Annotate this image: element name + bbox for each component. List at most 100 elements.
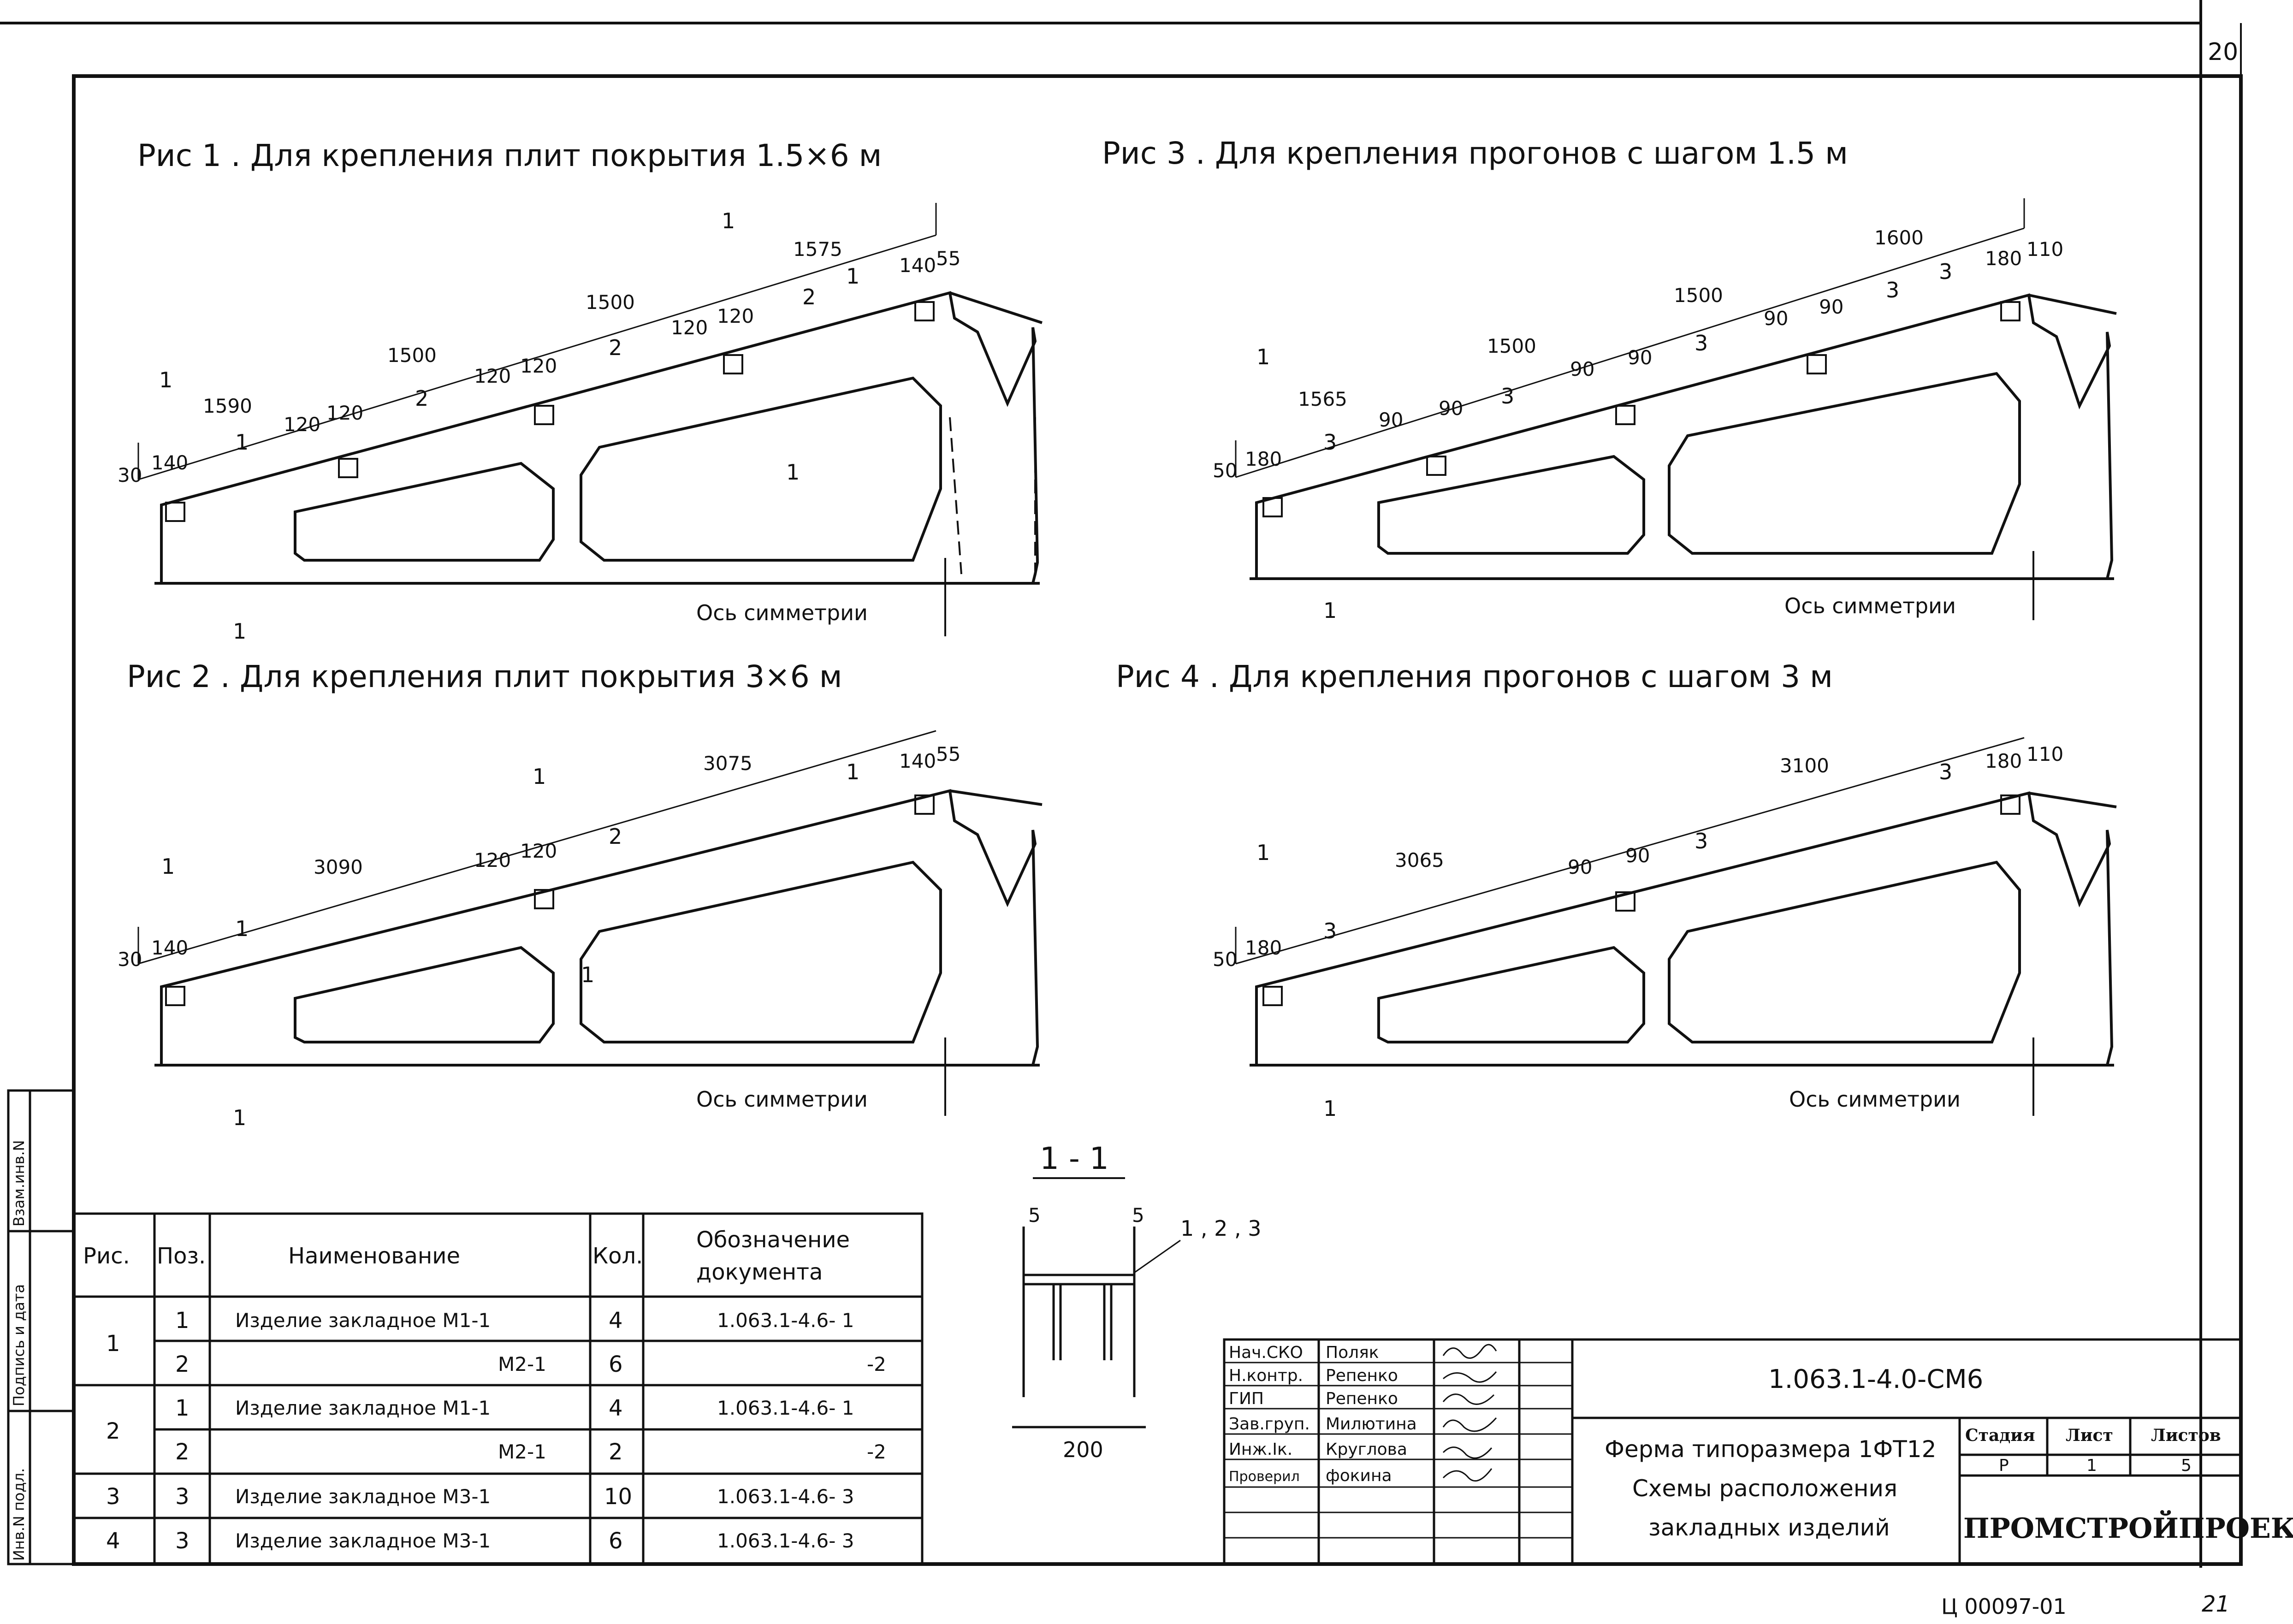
embedded-part-marks (165, 794, 935, 1006)
dim-label: 55 (936, 247, 960, 270)
symmetry-axis-label: Ось симметрии (696, 600, 868, 625)
role-label: Н.контр. (1229, 1366, 1303, 1385)
dim-label: 140 (151, 936, 188, 959)
cell-qty: 4 (609, 1308, 623, 1334)
side-stamp-label: Подпись и дата (10, 1284, 28, 1406)
dim-label: 1565 (1298, 388, 1347, 410)
name-label: Репенко (1326, 1389, 1398, 1408)
stage-value: Р (1999, 1456, 2009, 1475)
section-width-label: 200 (1063, 1437, 1103, 1462)
dim-label: 3075 (703, 752, 752, 775)
cell-doc: 1.063.1-4.6- 1 (717, 1309, 854, 1332)
section-mark: 1 (159, 367, 172, 392)
embedded-part-marks (1262, 794, 2020, 1006)
section-mark: 1 (786, 460, 800, 485)
sheet-value: 1 (2086, 1456, 2097, 1475)
table-row: 2 М2-1 2 -2 (175, 1439, 886, 1465)
section-dim-left: 5 (1028, 1204, 1041, 1227)
cell-name: Изделие закладное М1-1 (235, 1397, 491, 1419)
dim-label: 120 (326, 402, 363, 424)
section-profile (1012, 1227, 1146, 1428)
figure-3: Рис 3 . Для крепления прогонов с шагом 1… (1102, 136, 2117, 623)
role-label: ГИП (1229, 1389, 1264, 1408)
table-header: Рис. (83, 1243, 130, 1269)
cell-pos: 1 (175, 1308, 190, 1334)
table-header: Поз. (157, 1243, 206, 1269)
position-label: 3 (1939, 759, 1952, 784)
dim-label: 110 (2026, 743, 2063, 765)
cell-name: М2-1 (498, 1353, 546, 1375)
name-label: Поляк (1326, 1343, 1379, 1362)
dim-label: 1600 (1874, 226, 1924, 249)
truss-drawing (154, 291, 1043, 585)
cell-fig: 3 (106, 1484, 120, 1510)
dim-label: 120 (520, 355, 557, 377)
role-label: Зав.груп. (1229, 1415, 1310, 1434)
position-label: 2 (415, 386, 428, 411)
dim-label: 90 (1819, 296, 1843, 318)
truss-drawing (154, 789, 1043, 1067)
position-label: 3 (1886, 278, 1899, 302)
position-label: 1 (846, 264, 859, 289)
dim-label: 140 (899, 750, 936, 772)
dim-label: 180 (1985, 750, 2022, 772)
sheet-header: Лист (2066, 1426, 2113, 1445)
position-label: 3 (1695, 331, 1708, 356)
section-leader-label: 1 , 2 , 3 (1180, 1216, 1262, 1241)
title-block: Нач.СКО Н.контр. ГИП Зав.груп. Инж.Iк. П… (1223, 1338, 2293, 1565)
cell-doc: 1.063.1-4.6- 3 (717, 1485, 854, 1508)
name-label: Милютина (1326, 1415, 1417, 1434)
dimension-line (1235, 198, 2025, 478)
dim-label: 1590 (203, 395, 252, 417)
cell-pos: 2 (175, 1351, 190, 1377)
dimension-line (137, 203, 937, 480)
dim-label: 180 (1245, 936, 1282, 959)
cell-pos: 1 (175, 1395, 190, 1421)
page-number: 21 (2202, 1591, 2230, 1617)
cell-fig: 2 (106, 1418, 120, 1444)
dim-label: 30 (118, 948, 142, 971)
dim-label: 140 (151, 451, 188, 474)
title-line: закладных изделий (1648, 1514, 1890, 1541)
position-label: 3 (1323, 430, 1337, 455)
dim-label: 90 (1570, 358, 1594, 380)
section-mark: 1 (722, 208, 735, 233)
position-label: 2 (609, 335, 622, 360)
section-mark: 1 (1256, 840, 1270, 865)
cell-qty: 6 (609, 1351, 623, 1377)
cell-name: Изделие закладное М3-1 (235, 1529, 491, 1552)
dim-label: 90 (1628, 346, 1652, 369)
sheets-header: Листов (2151, 1426, 2221, 1445)
section-mark: 1 (233, 619, 246, 644)
cell-fig: 4 (106, 1528, 120, 1554)
dimension-line (1235, 737, 2025, 965)
section-1-1: 1 - 1 5 5 1 , 2 , 3 200 (1012, 1141, 1262, 1462)
section-title: 1 - 1 (1040, 1141, 1109, 1176)
figure-1: Рис 1 . Для крепления плит покрытия 1.5×… (118, 138, 1043, 644)
position-label: 2 (802, 284, 816, 309)
sheet-frame (0, 0, 2243, 1568)
table-header: Наименование (288, 1243, 460, 1269)
section-mark: 1 (233, 1105, 246, 1130)
name-label: Репенко (1326, 1366, 1398, 1385)
figure-2-title: Рис 2 . Для крепления плит покрытия 3×6 … (127, 659, 842, 694)
dim-label: 120 (474, 365, 511, 387)
dim-label: 1500 (1674, 284, 1723, 307)
archive-code: Ц 00097-01 (1941, 1594, 2067, 1619)
dim-label: 120 (717, 305, 754, 327)
section-mark: 1 (1323, 598, 1337, 623)
table-header: документа (696, 1259, 823, 1285)
dim-label: 3065 (1395, 849, 1444, 871)
dim-label: 140 (899, 254, 936, 277)
dim-label: 55 (936, 743, 960, 765)
cell-pos: 3 (175, 1528, 190, 1554)
role-label: Нач.СКО (1229, 1343, 1303, 1362)
dim-label: 1575 (793, 238, 842, 261)
dim-label: 3090 (314, 856, 363, 878)
dim-label: 90 (1625, 844, 1650, 867)
dim-label: 1500 (586, 291, 635, 314)
role-label: Инж.Iк. (1229, 1440, 1292, 1459)
figure-1-title: Рис 1 . Для крепления плит покрытия 1.5×… (137, 138, 882, 173)
table-row: 1 1 Изделие закладное М1-1 4 1.063.1-4.6… (106, 1308, 854, 1357)
signature-scribbles (1442, 1344, 1497, 1482)
